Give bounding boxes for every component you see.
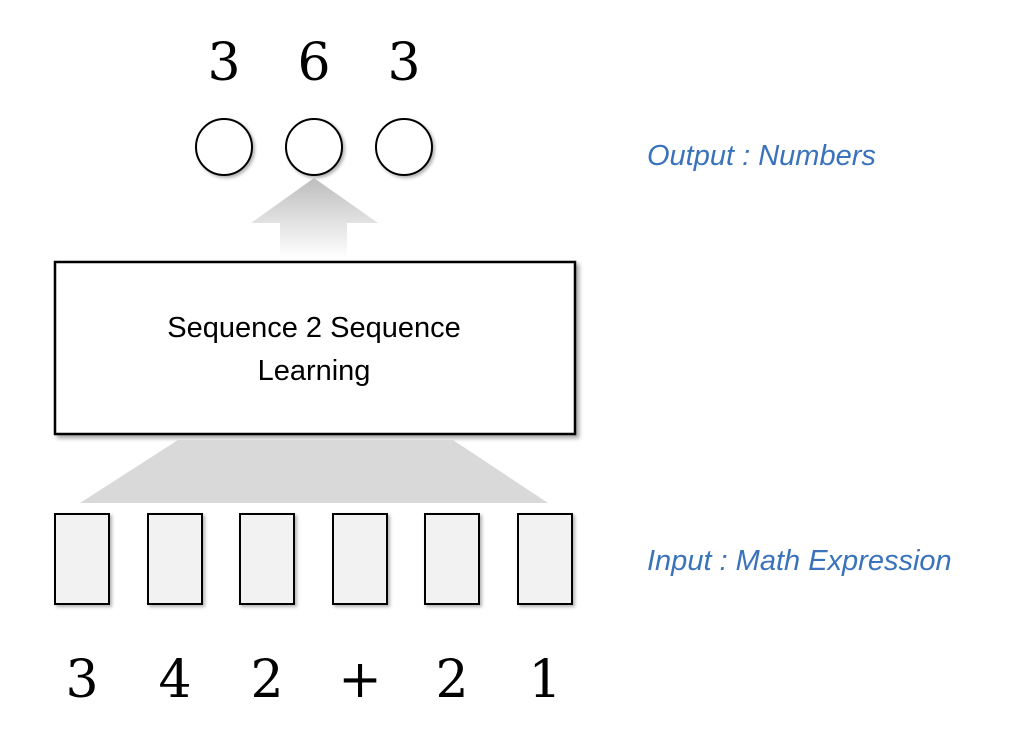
input-token: 1 — [528, 650, 561, 710]
input-token-box — [147, 513, 203, 605]
up-arrow — [251, 178, 378, 258]
input-token-box — [424, 513, 480, 605]
output-label: Output : Numbers — [647, 140, 876, 172]
input-token: 4 — [158, 650, 191, 710]
input-token-box — [54, 513, 110, 605]
input-token: 2 — [250, 650, 283, 710]
output-node — [195, 118, 253, 176]
input-funnel — [80, 440, 548, 503]
output-node — [375, 118, 433, 176]
output-digit: 3 — [207, 33, 240, 93]
input-token-box — [517, 513, 573, 605]
seq2seq-box — [53, 260, 577, 436]
input-token-box — [332, 513, 388, 605]
input-token: + — [338, 650, 382, 710]
output-node — [285, 118, 343, 176]
output-digit: 6 — [297, 33, 330, 93]
input-token: 2 — [435, 650, 468, 710]
input-token: 3 — [65, 650, 98, 710]
seq2seq-label-line2: Learning — [258, 355, 371, 387]
seq2seq-label-line1: Sequence 2 Sequence — [167, 312, 460, 344]
input-token-box — [239, 513, 295, 605]
input-label: Input : Math Expression — [647, 545, 952, 577]
output-digit: 3 — [387, 33, 420, 93]
